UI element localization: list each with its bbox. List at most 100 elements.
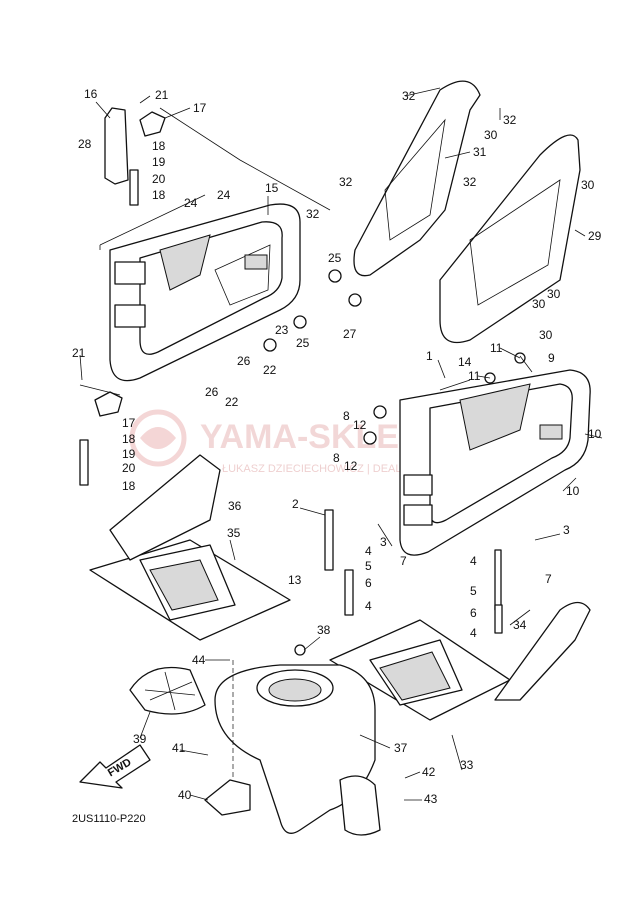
callout-c28: 28 xyxy=(78,137,92,151)
callout-c42: 42 xyxy=(422,765,436,779)
watermark: YAMA-SKLEP ŁUKASZ DZIECIECHOWICZ | DEALE… xyxy=(129,409,466,475)
callout-c9: 9 xyxy=(548,351,555,365)
callout-c30c: 30 xyxy=(547,287,561,301)
leader-line xyxy=(139,95,151,104)
part-17-lower-hinge xyxy=(79,391,123,486)
callout-c37: 37 xyxy=(394,741,408,755)
callout-c21a: 21 xyxy=(155,88,169,102)
leader-line xyxy=(584,433,603,439)
callout-c33: 33 xyxy=(460,758,474,772)
callout-c11a: 11 xyxy=(490,341,503,355)
leader-line xyxy=(359,734,391,749)
part-39-filter xyxy=(129,666,206,715)
callout-c22a: 22 xyxy=(263,363,277,377)
part-35-floor xyxy=(89,454,291,641)
leader-line xyxy=(444,151,471,159)
callout-c12a: 12 xyxy=(353,418,367,432)
callout-c4c: 4 xyxy=(365,599,372,613)
callout-c44: 44 xyxy=(192,653,206,667)
callout-c20a: 20 xyxy=(152,172,166,186)
callout-c22b: 22 xyxy=(225,395,239,409)
callout-c21b: 21 xyxy=(72,346,86,360)
callout-c36: 36 xyxy=(228,499,242,513)
callout-c17a: 17 xyxy=(193,101,207,115)
callout-c32a: 32 xyxy=(402,89,416,103)
leader-line xyxy=(79,354,83,381)
callout-c39: 39 xyxy=(133,732,147,746)
callout-c16: 16 xyxy=(84,87,98,101)
callout-c18c: 18 xyxy=(122,432,136,446)
callout-c3b: 3 xyxy=(563,523,570,537)
callout-c14: 14 xyxy=(458,355,472,369)
leader-line xyxy=(509,609,531,626)
callout-c18d: 18 xyxy=(122,479,136,493)
callout-c26b: 26 xyxy=(205,385,219,399)
callout-c1: 1 xyxy=(426,349,433,363)
callout-c8b: 8 xyxy=(333,451,340,465)
part-33-floor xyxy=(329,619,511,721)
callout-c18b: 18 xyxy=(152,188,166,202)
fasteners xyxy=(263,269,526,656)
callout-c19a: 19 xyxy=(152,155,166,169)
leader-line xyxy=(451,734,463,771)
leader-line xyxy=(404,771,421,779)
callout-c20b: 20 xyxy=(122,461,136,475)
part-16-hinge xyxy=(104,107,166,206)
callout-c4b: 4 xyxy=(470,554,477,568)
watermark-title: YAMA-SKLEP xyxy=(200,418,422,456)
callout-c32e: 32 xyxy=(463,175,477,189)
callout-c32c: 32 xyxy=(339,175,353,189)
part-31-panel xyxy=(353,80,481,277)
callout-c6b: 6 xyxy=(470,606,477,620)
leader-line xyxy=(477,375,491,379)
callout-c3a: 3 xyxy=(380,535,387,549)
callout-c25b: 25 xyxy=(296,336,310,350)
fwd-arrow-icon: FWD xyxy=(79,744,151,789)
callout-c26a: 26 xyxy=(237,354,251,368)
callout-c40: 40 xyxy=(178,788,192,802)
callout-c41: 41 xyxy=(172,741,186,755)
leader-line xyxy=(95,101,111,119)
callout-c5b: 5 xyxy=(470,584,477,598)
leader-line xyxy=(164,107,191,119)
callout-c6a: 6 xyxy=(365,576,372,590)
part-15-left-door xyxy=(109,203,301,382)
leader-line xyxy=(377,523,393,547)
leader-line xyxy=(303,636,321,651)
callout-c30e: 30 xyxy=(539,328,553,342)
leader-line xyxy=(229,539,236,561)
callout-c17b: 17 xyxy=(122,416,136,430)
callout-c4d: 4 xyxy=(470,626,477,640)
callout-c38: 38 xyxy=(317,623,331,637)
callout-c15: 15 xyxy=(265,181,279,195)
leader-line xyxy=(519,355,533,373)
callout-c10b: 10 xyxy=(566,484,580,498)
callout-labels: 1233444455667788910101111121213141516171… xyxy=(72,87,602,806)
callout-c12b: 12 xyxy=(344,459,358,473)
callout-c32b: 32 xyxy=(503,113,517,127)
part-29-panel xyxy=(439,134,581,344)
callout-c27: 27 xyxy=(343,327,357,341)
callout-c24a: 24 xyxy=(184,196,198,210)
callout-c7a: 7 xyxy=(400,554,407,568)
leader-line xyxy=(189,794,209,801)
leader-line xyxy=(437,359,446,379)
callout-c30d: 30 xyxy=(532,297,546,311)
part-34-bracket xyxy=(494,601,591,701)
leader-line xyxy=(574,229,586,237)
callout-c11b: 11 xyxy=(468,369,481,383)
callout-c32d: 32 xyxy=(306,207,320,221)
part-37-airbox xyxy=(214,664,381,836)
callout-c7b: 7 xyxy=(545,572,552,586)
leader-line xyxy=(299,507,326,516)
callout-c13: 13 xyxy=(288,573,302,587)
callout-c10a: 10 xyxy=(588,427,602,441)
callout-c29: 29 xyxy=(588,229,602,243)
callout-c4a: 4 xyxy=(365,544,372,558)
callout-c25a: 25 xyxy=(328,251,342,265)
callout-c19b: 19 xyxy=(122,447,136,461)
leader-lines xyxy=(79,87,603,801)
callout-c30b: 30 xyxy=(581,178,595,192)
part-40-bracket xyxy=(204,660,251,816)
